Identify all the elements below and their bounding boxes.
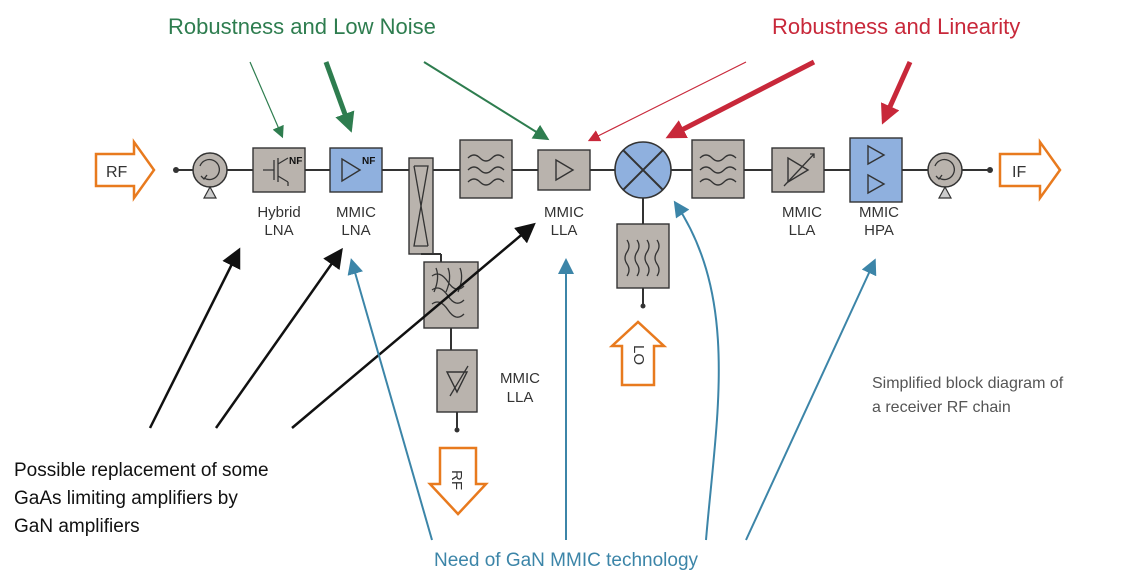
mmic-lla-1-label-line1: MMIC <box>544 204 584 221</box>
rf-output-label: RF <box>448 470 465 490</box>
rf-input-label: RF <box>106 164 128 181</box>
lo-node <box>640 303 646 309</box>
black-arrow-mmic-lna <box>214 247 343 429</box>
rf-input-port: RF <box>94 138 156 202</box>
mmic-lla-1-block <box>537 149 591 191</box>
green-arrow-mmic-lna <box>323 61 355 133</box>
black-arrow-mmic-lla <box>291 222 536 429</box>
red-arrow-mmic-hpa <box>881 60 913 125</box>
lo-input-label: LO <box>630 345 647 365</box>
mmic-lla-3-block <box>436 349 478 413</box>
red-arrow-mixer <box>665 59 816 139</box>
blue-arrow-mmic-lna <box>347 258 433 541</box>
mmic-lla-2-label-line2: LLA <box>789 222 816 239</box>
if-output-port: IF <box>998 138 1062 202</box>
mmic-hpa-label-line2: HPA <box>864 222 894 239</box>
replacement-note-line3: GaN amplifiers <box>14 516 140 537</box>
heading-linearity: Robustness and Linearity <box>772 14 1020 39</box>
heading-gan-need: Need of GaN MMIC technology <box>434 550 699 571</box>
lo-input-port: LO <box>608 320 668 387</box>
nf-tag-mmic: NF <box>362 156 375 167</box>
rf-input-node <box>173 167 179 173</box>
mmic-lla-2-block <box>771 147 825 193</box>
circulator-input <box>192 152 228 199</box>
mmic-lna-block: NF <box>329 147 383 193</box>
red-arrow-mmic-lla <box>587 61 747 142</box>
blue-arrow-mixer <box>673 200 720 541</box>
mmic-hpa-block <box>849 137 903 203</box>
blue-arrow-mmic-hpa <box>745 258 877 541</box>
green-arrow-mmic-lla <box>423 61 550 141</box>
hybrid-lna-label-line1: Hybrid <box>257 204 300 221</box>
hybrid-lna-label-line2: LNA <box>264 222 293 239</box>
mmic-lna-label-line2: LNA <box>341 222 370 239</box>
rf-output-port: RF <box>427 446 489 516</box>
branch-node <box>454 427 460 433</box>
replacement-note-line1: Possible replacement of some <box>14 460 269 481</box>
heading-low-noise: Robustness and Low Noise <box>168 14 436 39</box>
circulator-output <box>927 152 963 199</box>
black-arrow-hybrid-lna <box>148 247 241 429</box>
hybrid-lna-block: NF <box>252 147 306 193</box>
mmic-lna-label-line1: MMIC <box>336 204 376 221</box>
mixer <box>614 141 672 199</box>
coupler-block <box>408 157 434 255</box>
if-output-label: IF <box>1012 164 1026 181</box>
caption-line2: a receiver RF chain <box>872 399 1011 416</box>
mmic-lla-3-label-line2: LLA <box>507 389 534 406</box>
replacement-note-line2: GaAs limiting amplifiers by <box>14 488 238 509</box>
nf-tag-hybrid: NF <box>289 156 302 167</box>
bandpass-filter-2 <box>691 139 745 199</box>
bandpass-filter-1 <box>459 139 513 199</box>
caption-line1: Simplified block diagram of <box>872 375 1064 392</box>
lo-filter <box>616 223 670 289</box>
if-output-node <box>987 167 993 173</box>
mmic-lla-3-label-line1: MMIC <box>500 370 540 387</box>
green-arrow-hybrid-lna <box>249 61 284 139</box>
mmic-lla-1-label-line2: LLA <box>551 222 578 239</box>
mmic-hpa-label-line1: MMIC <box>859 204 899 221</box>
mmic-lla-2-label-line1: MMIC <box>782 204 822 221</box>
